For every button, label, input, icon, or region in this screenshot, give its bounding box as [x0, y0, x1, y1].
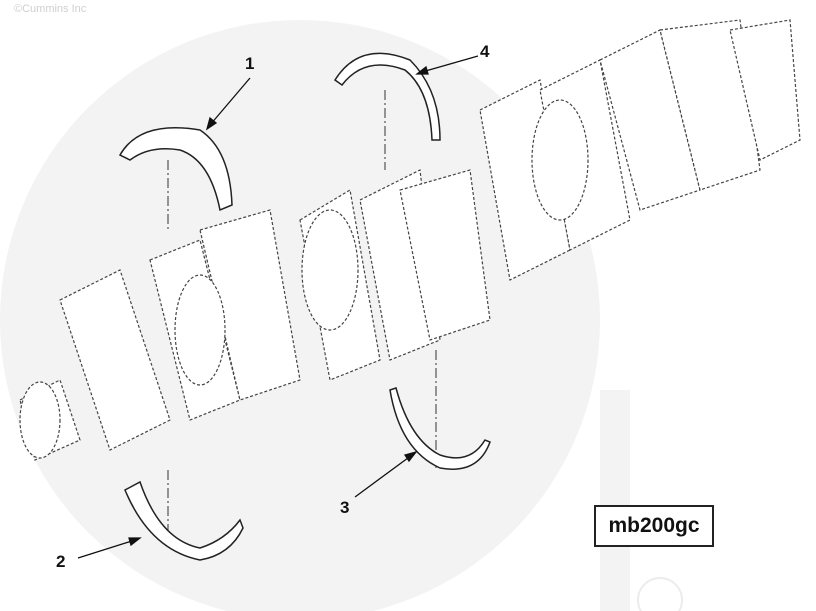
copyright-text: ©Cummins Inc	[14, 3, 87, 15]
crankshaft	[19, 19, 801, 461]
centerlines	[167, 90, 437, 540]
lower-thrust-ring	[389, 387, 491, 470]
upper-thrust-ring	[333, 52, 441, 141]
part-code-label: mb200gc	[594, 505, 714, 547]
upper-main-bearing	[118, 127, 233, 212]
callout-3: 3	[340, 498, 350, 517]
callout-4: 4	[480, 42, 490, 61]
lower-main-bearing	[124, 480, 244, 561]
callout-2: 2	[56, 552, 66, 571]
leader-arrows	[77, 55, 479, 559]
callout-1: 1	[245, 54, 255, 73]
